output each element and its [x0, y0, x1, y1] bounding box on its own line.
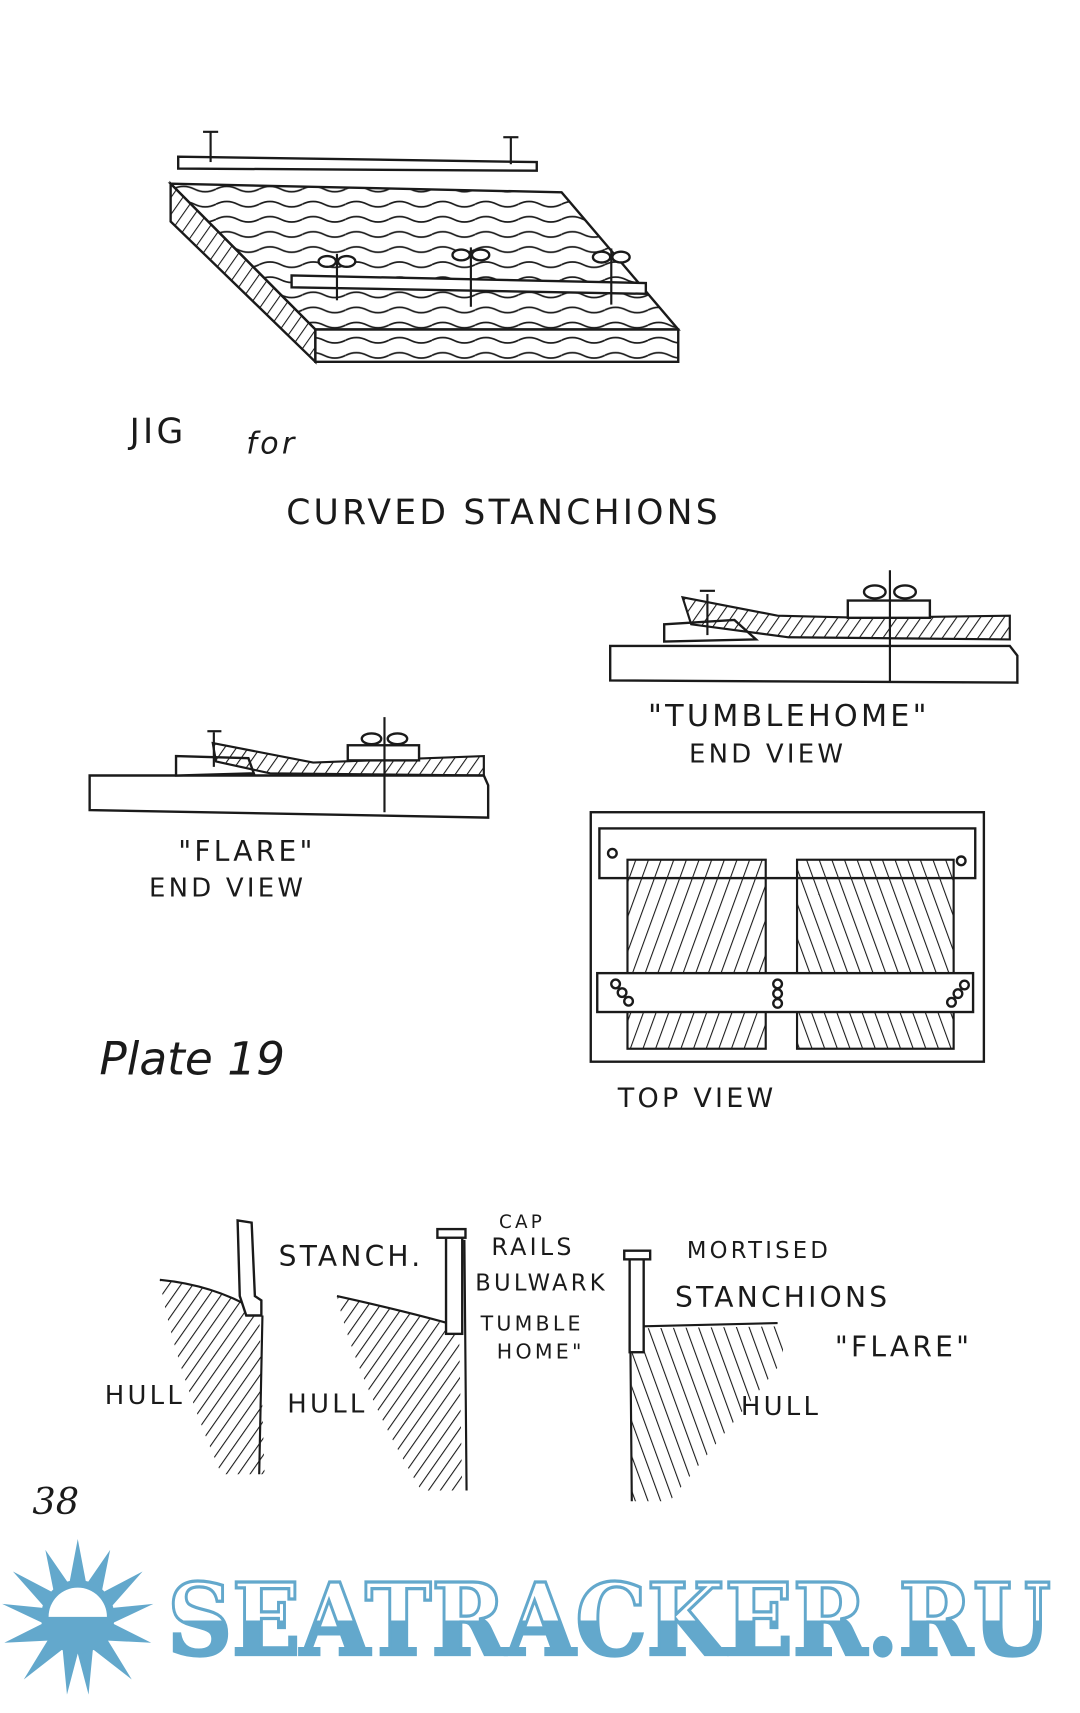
- flare-end-view-drawing: [88, 717, 490, 819]
- watermark-text: SEATRACKER.RU: [167, 1563, 1050, 1679]
- wing-nut-icon: [945, 979, 970, 1008]
- tumblehome-label: "TUMBLEHOME": [648, 699, 930, 734]
- label-tumble: TUMBLE: [480, 1312, 584, 1336]
- label-stanchions: STANCHIONS: [675, 1281, 890, 1314]
- label-hull-1: HULL: [105, 1381, 185, 1411]
- jig-perspective-drawing: [167, 130, 681, 365]
- tumblehome-end-view-drawing: [609, 570, 1019, 684]
- title-curved-stanchions: CURVED STANCHIONS: [286, 493, 721, 533]
- wing-nut-icon: [772, 978, 784, 1009]
- flare-label: "FLARE": [178, 835, 315, 868]
- wing-nut-icon: [591, 248, 631, 305]
- label-home: HOME": [497, 1340, 585, 1364]
- label-hull-3: HULL: [741, 1392, 821, 1422]
- plate-number: Plate 19: [99, 1033, 285, 1086]
- top-view-label: TOP VIEW: [617, 1083, 777, 1114]
- label-flare: "FLARE": [835, 1331, 972, 1364]
- sun-icon: [2, 1539, 154, 1695]
- label-mortised: MORTISED: [687, 1238, 831, 1264]
- title-for: for: [246, 427, 297, 462]
- flare-end-view-label: END VIEW: [149, 873, 306, 903]
- page-number: 38: [32, 1480, 79, 1523]
- label-bulwark: BULWARK: [475, 1271, 608, 1297]
- top-view-drawing: [589, 811, 986, 1063]
- stanchion-sections-drawing: [159, 1219, 783, 1502]
- wing-nut-icon: [317, 253, 357, 301]
- label-stanch: STANCH.: [279, 1240, 424, 1273]
- wing-nut-icon: [610, 978, 635, 1007]
- title-jig: JIG: [128, 412, 187, 452]
- wing-nut-icon: [451, 247, 491, 307]
- label-cap: CAP: [499, 1212, 545, 1233]
- label-rails: RAILS: [491, 1233, 574, 1261]
- tumblehome-end-view-label: END VIEW: [689, 740, 846, 770]
- watermark-logo: SEATRACKER.RU: [2, 1539, 1052, 1695]
- label-hull-2: HULL: [287, 1390, 367, 1420]
